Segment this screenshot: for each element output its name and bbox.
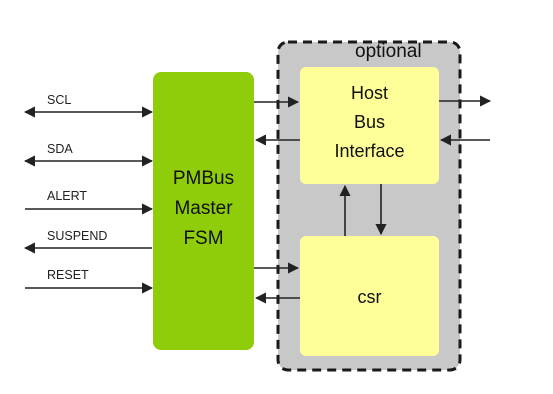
optional-label: optional [355,41,422,62]
fsm-label-line3: FSM [183,228,223,249]
fsm-label-line1: PMBus [173,168,234,189]
host-bus-interface-block [300,67,439,184]
csr-label: csr [358,287,382,307]
host-bus-label-line2: Bus [354,112,385,132]
host-bus-label-line1: Host [351,83,388,103]
signal-label-suspend: SUSPEND [47,229,107,243]
signal-label-reset: RESET [47,268,89,282]
host-bus-label-line3: Interface [334,141,404,161]
fsm-label-line2: Master [174,198,233,219]
csr-block [300,236,439,356]
pmbus-master-fsm-block [153,72,254,350]
signal-label-scl: SCL [47,93,71,107]
signal-label-sda: SDA [47,142,73,156]
signal-label-alert: ALERT [47,189,87,203]
